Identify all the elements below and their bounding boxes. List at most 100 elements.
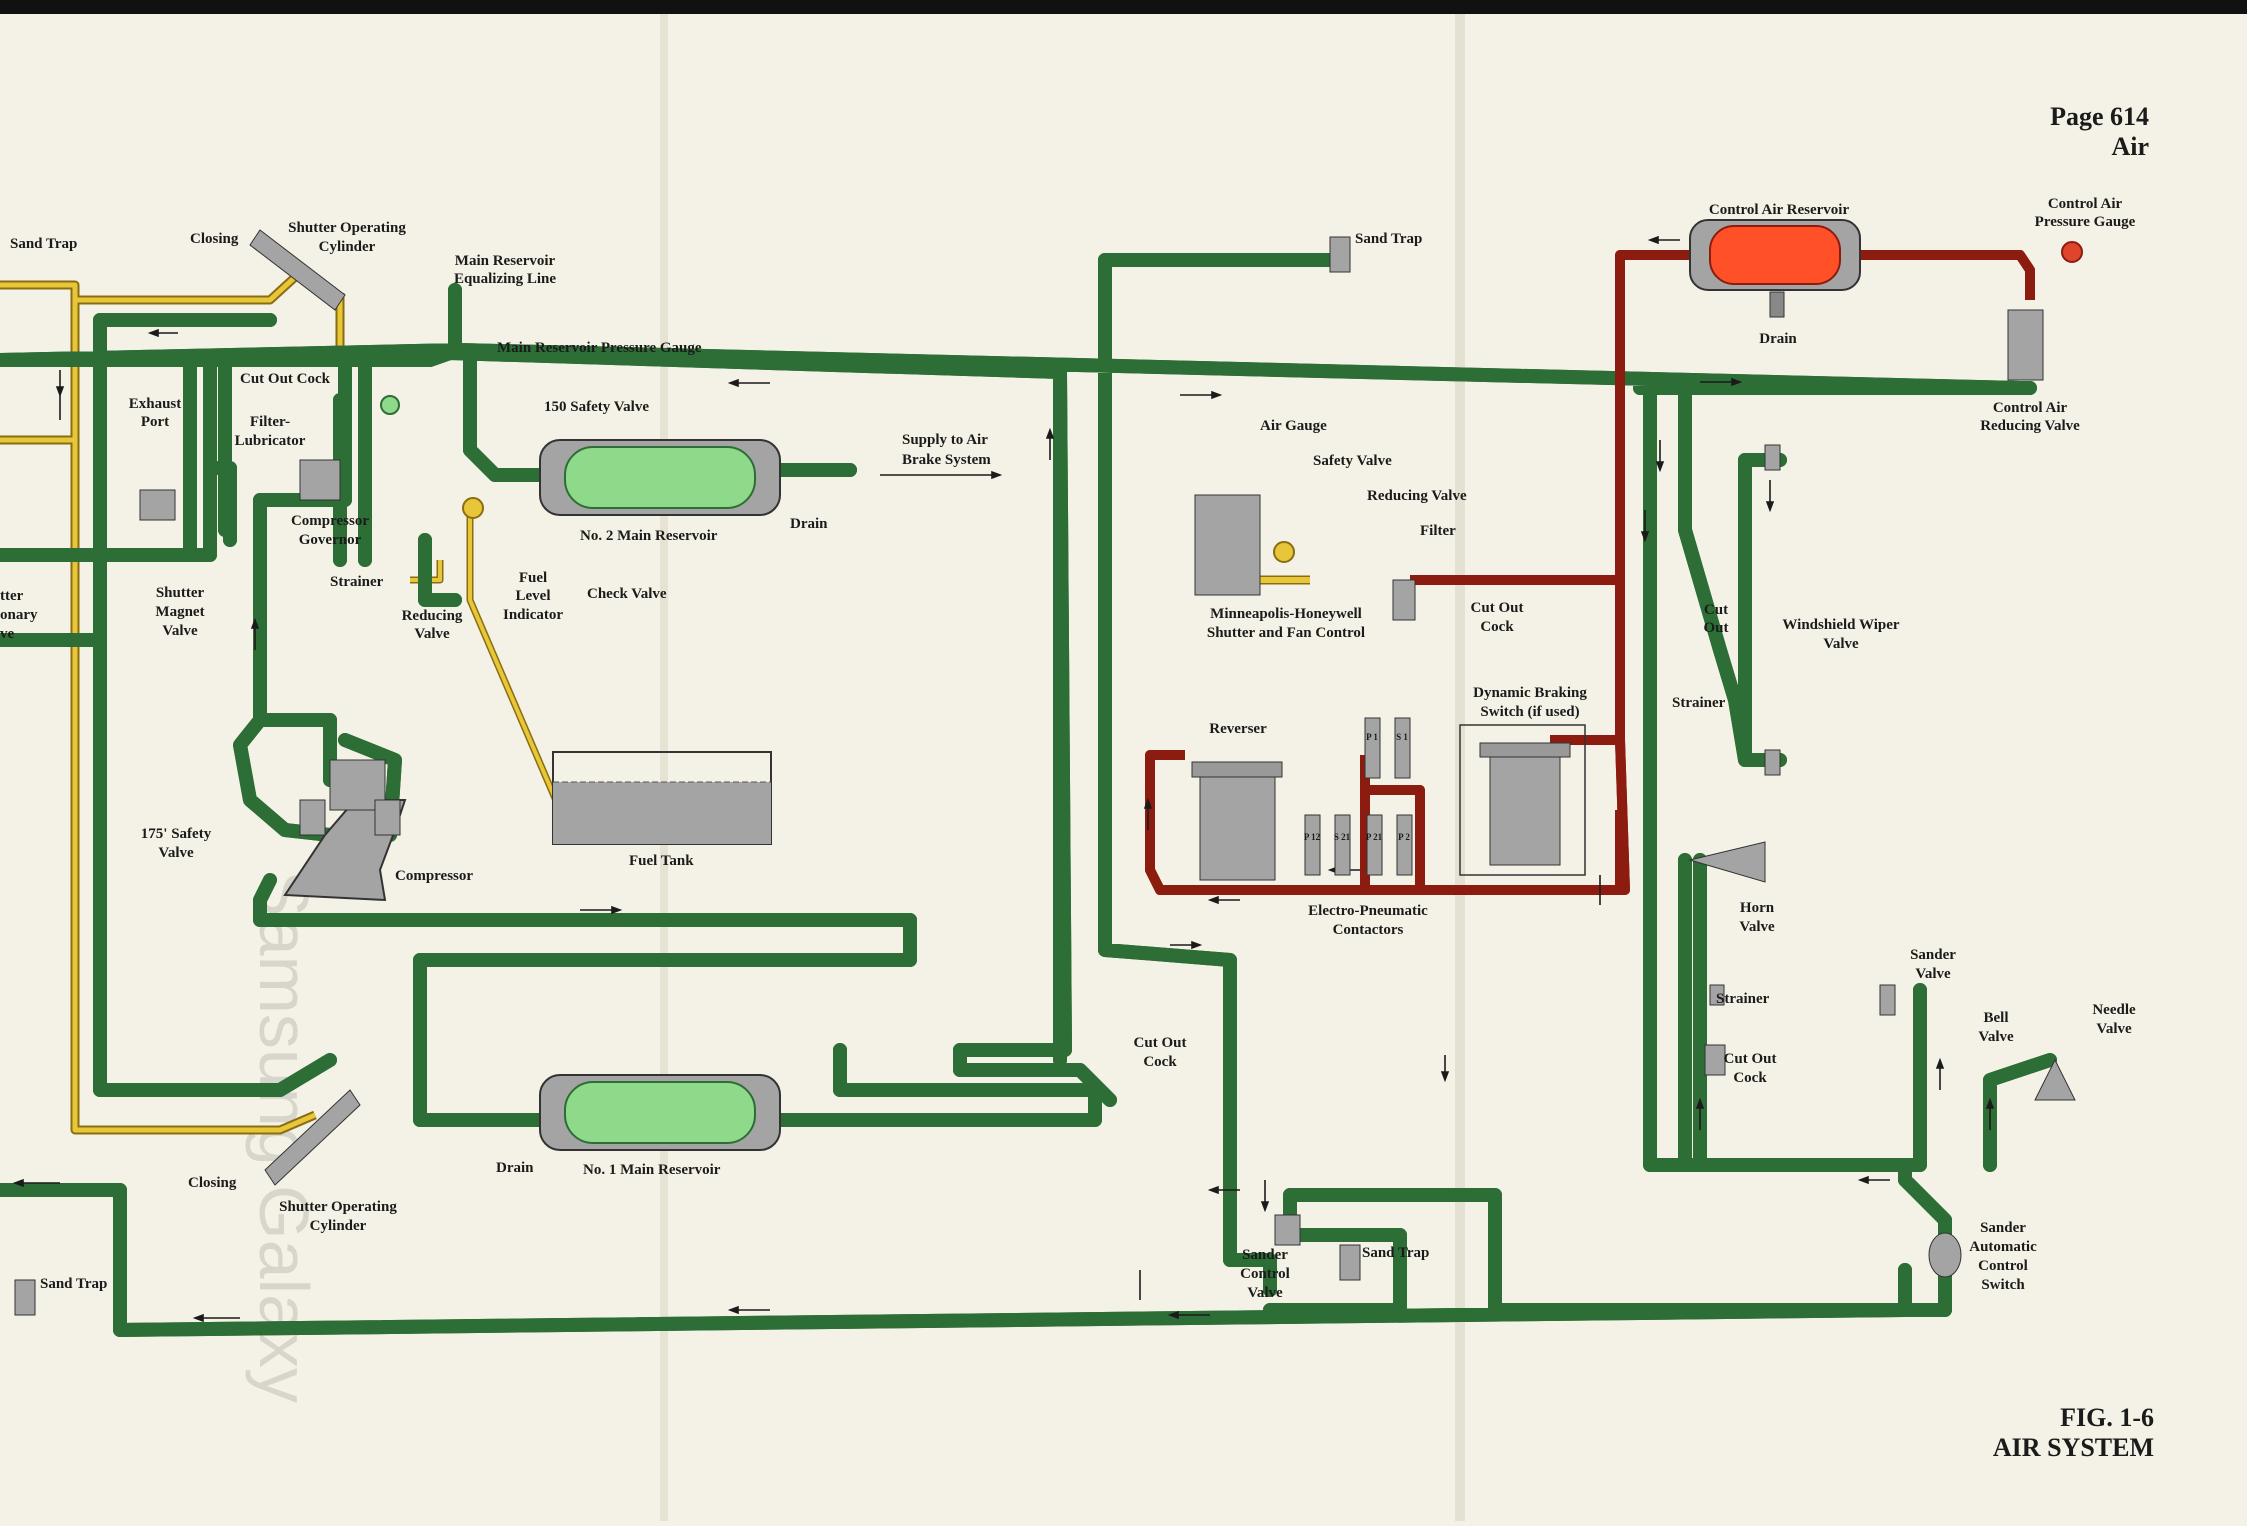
sand-trap-top-mid bbox=[1329, 236, 1351, 273]
dynamic-braking-switch bbox=[1459, 724, 1586, 876]
label-strainer-wiper: Strainer bbox=[1672, 695, 1726, 711]
air-gauge-dial bbox=[1273, 541, 1295, 563]
bell bbox=[2034, 1058, 2076, 1101]
label-sand-trap-bottom-mid: Sand Trap bbox=[1362, 1245, 1429, 1261]
label-cut-out-cock-right-2: Cock bbox=[1480, 619, 1514, 635]
label-safety-valve-150: 150 Safety Valve bbox=[544, 399, 649, 415]
label-cut-out-wiper-2: Out bbox=[1703, 620, 1728, 636]
sander-automatic-switch-body bbox=[1928, 1232, 1962, 1278]
label-supply-brake-2: Brake System bbox=[902, 452, 991, 468]
figure-caption: FIG. 1-6 AIR SYSTEM bbox=[1993, 1403, 2154, 1463]
label-no2-main-reservoir: No. 2 Main Reservoir bbox=[580, 528, 718, 544]
reverser-box bbox=[1191, 761, 1283, 881]
label-reducing-left-1: Reducing bbox=[402, 608, 463, 624]
tag-s21: S 21 bbox=[1334, 832, 1351, 842]
label-control-air-reservoir: Control Air Reservoir bbox=[1709, 202, 1850, 218]
label-fuel-tank: Fuel Tank bbox=[629, 853, 694, 869]
fold-line-left bbox=[660, 14, 668, 1521]
label-fuel-level-3: Indicator bbox=[503, 607, 563, 623]
figure-title: AIR SYSTEM bbox=[1992, 1433, 2154, 1462]
label-sander-ctl-2: Control bbox=[1240, 1266, 1290, 1282]
figure-number: FIG. 1-6 bbox=[2060, 1403, 2154, 1432]
label-cut-out-wiper-1: Cut bbox=[1704, 602, 1728, 618]
top-edge bbox=[0, 0, 2247, 14]
label-horn-valve-1: Horn bbox=[1740, 900, 1775, 916]
label-horn-valve-2: Valve bbox=[1739, 919, 1775, 935]
label-safety-175-1: 175' Safety bbox=[141, 826, 212, 842]
control-air-red-lines bbox=[1145, 250, 2035, 895]
label-sander-valve-2: Valve bbox=[1915, 966, 1951, 982]
label-windshield-1: Windshield Wiper bbox=[1782, 617, 1899, 633]
label-sander-valve-1: Sander bbox=[1910, 947, 1956, 963]
label-windshield-2: Valve bbox=[1823, 636, 1859, 652]
label-closing-bottom: Closing bbox=[188, 1175, 237, 1191]
misc-valves bbox=[139, 444, 1896, 1246]
label-ep-contactors-1: Electro-Pneumatic bbox=[1308, 903, 1428, 919]
control-air-reducing-valve-body bbox=[2007, 309, 2044, 381]
control-air-pressure-gauge-dial bbox=[2061, 241, 2083, 263]
tag-s1: S 1 bbox=[1396, 732, 1408, 742]
label-sander-auto-1: Sander bbox=[1980, 1220, 2026, 1236]
label-drain-control: Drain bbox=[1759, 331, 1797, 347]
page-header: Page 614 Air bbox=[2050, 102, 2149, 162]
page-section: Air bbox=[2111, 132, 2149, 161]
fuel-level-gauge-dial bbox=[462, 497, 484, 519]
label-sander-auto-3: Control bbox=[1978, 1258, 2028, 1274]
label-compressor: Compressor bbox=[395, 868, 473, 884]
label-cut-out-cock-left: Cut Out Cock bbox=[240, 371, 331, 387]
minneapolis-honeywell-control-box bbox=[1194, 494, 1261, 596]
label-filter-lub-2: Lubricator bbox=[235, 433, 306, 449]
label-strainer-left: Strainer bbox=[330, 574, 384, 590]
label-partial-3: ve bbox=[0, 626, 15, 642]
label-cut-out-cock-horn-2: Cock bbox=[1733, 1070, 1767, 1086]
label-ctl-reducing-1: Control Air bbox=[1993, 400, 2068, 416]
fuel-tank bbox=[552, 751, 772, 845]
sand-trap-bottom-mid bbox=[1339, 1244, 1361, 1281]
label-reducing-left-2: Valve bbox=[414, 626, 450, 642]
label-sand-trap-bottom-left: Sand Trap bbox=[40, 1276, 107, 1292]
label-main-res-eq-2: Equalizing Line bbox=[454, 271, 556, 287]
label-sander-auto-2: Automatic bbox=[1969, 1239, 2037, 1255]
label-fuel-level-2: Level bbox=[516, 588, 551, 604]
control-air-reservoir bbox=[1689, 219, 1861, 318]
label-reducing-valve-right: Reducing Valve bbox=[1367, 488, 1467, 504]
label-ctl-gauge-2: Pressure Gauge bbox=[2035, 214, 2136, 230]
label-cut-out-cock-mid-1: Cut Out bbox=[1134, 1035, 1187, 1051]
label-ctl-gauge-1: Control Air bbox=[2048, 196, 2123, 212]
label-filter-lub-1: Filter- bbox=[250, 414, 290, 430]
label-dynamic-braking-2: Switch (if used) bbox=[1480, 704, 1579, 720]
label-sander-ctl-3: Valve bbox=[1247, 1285, 1283, 1301]
label-cut-out-cock-mid-2: Cock bbox=[1143, 1054, 1177, 1070]
label-bell-valve-2: Valve bbox=[1978, 1029, 2014, 1045]
label-sand-trap-top-mid: Sand Trap bbox=[1355, 231, 1422, 247]
label-safety-valve-right: Safety Valve bbox=[1313, 453, 1392, 469]
tag-p12: P 12 bbox=[1304, 832, 1321, 842]
label-ep-contactors-2: Contactors bbox=[1333, 922, 1404, 938]
label-shutter-magnet-2: Magnet bbox=[155, 604, 204, 620]
label-shutter-cyl-bottom-1: Shutter Operating bbox=[279, 1199, 397, 1215]
label-fuel-level-1: Fuel bbox=[519, 570, 547, 586]
label-ctl-reducing-2: Reducing Valve bbox=[1980, 418, 2080, 434]
label-shutter-magnet-1: Shutter bbox=[156, 585, 205, 601]
label-drain-no2: Drain bbox=[790, 516, 828, 532]
label-comp-gov-2: Governor bbox=[299, 532, 362, 548]
label-drain-no1: Drain bbox=[496, 1160, 534, 1176]
label-sand-trap-top-left: Sand Trap bbox=[10, 236, 77, 252]
horn-bell bbox=[1688, 841, 1766, 883]
label-air-gauge: Air Gauge bbox=[1260, 418, 1327, 434]
label-shutter-cyl-top-2: Cylinder bbox=[319, 239, 376, 255]
label-needle-valve-1: Needle bbox=[2092, 1002, 2136, 1018]
label-shutter-cyl-top-1: Shutter Operating bbox=[288, 220, 406, 236]
label-check-valve: Check Valve bbox=[587, 586, 667, 602]
label-shutter-cyl-bottom-2: Cylinder bbox=[310, 1218, 367, 1234]
label-partial-2: onary bbox=[0, 607, 38, 623]
label-exhaust-port-1: Exhaust bbox=[129, 396, 182, 412]
label-sander-auto-4: Switch bbox=[1981, 1277, 2025, 1293]
label-main-res-gauge: Main Reservoir Pressure Gauge bbox=[497, 340, 702, 356]
label-no1-main-reservoir: No. 1 Main Reservoir bbox=[583, 1162, 721, 1178]
main-reservoir-gauge-dial bbox=[380, 395, 400, 415]
label-filter: Filter bbox=[1420, 523, 1456, 539]
label-safety-175-2: Valve bbox=[158, 845, 194, 861]
